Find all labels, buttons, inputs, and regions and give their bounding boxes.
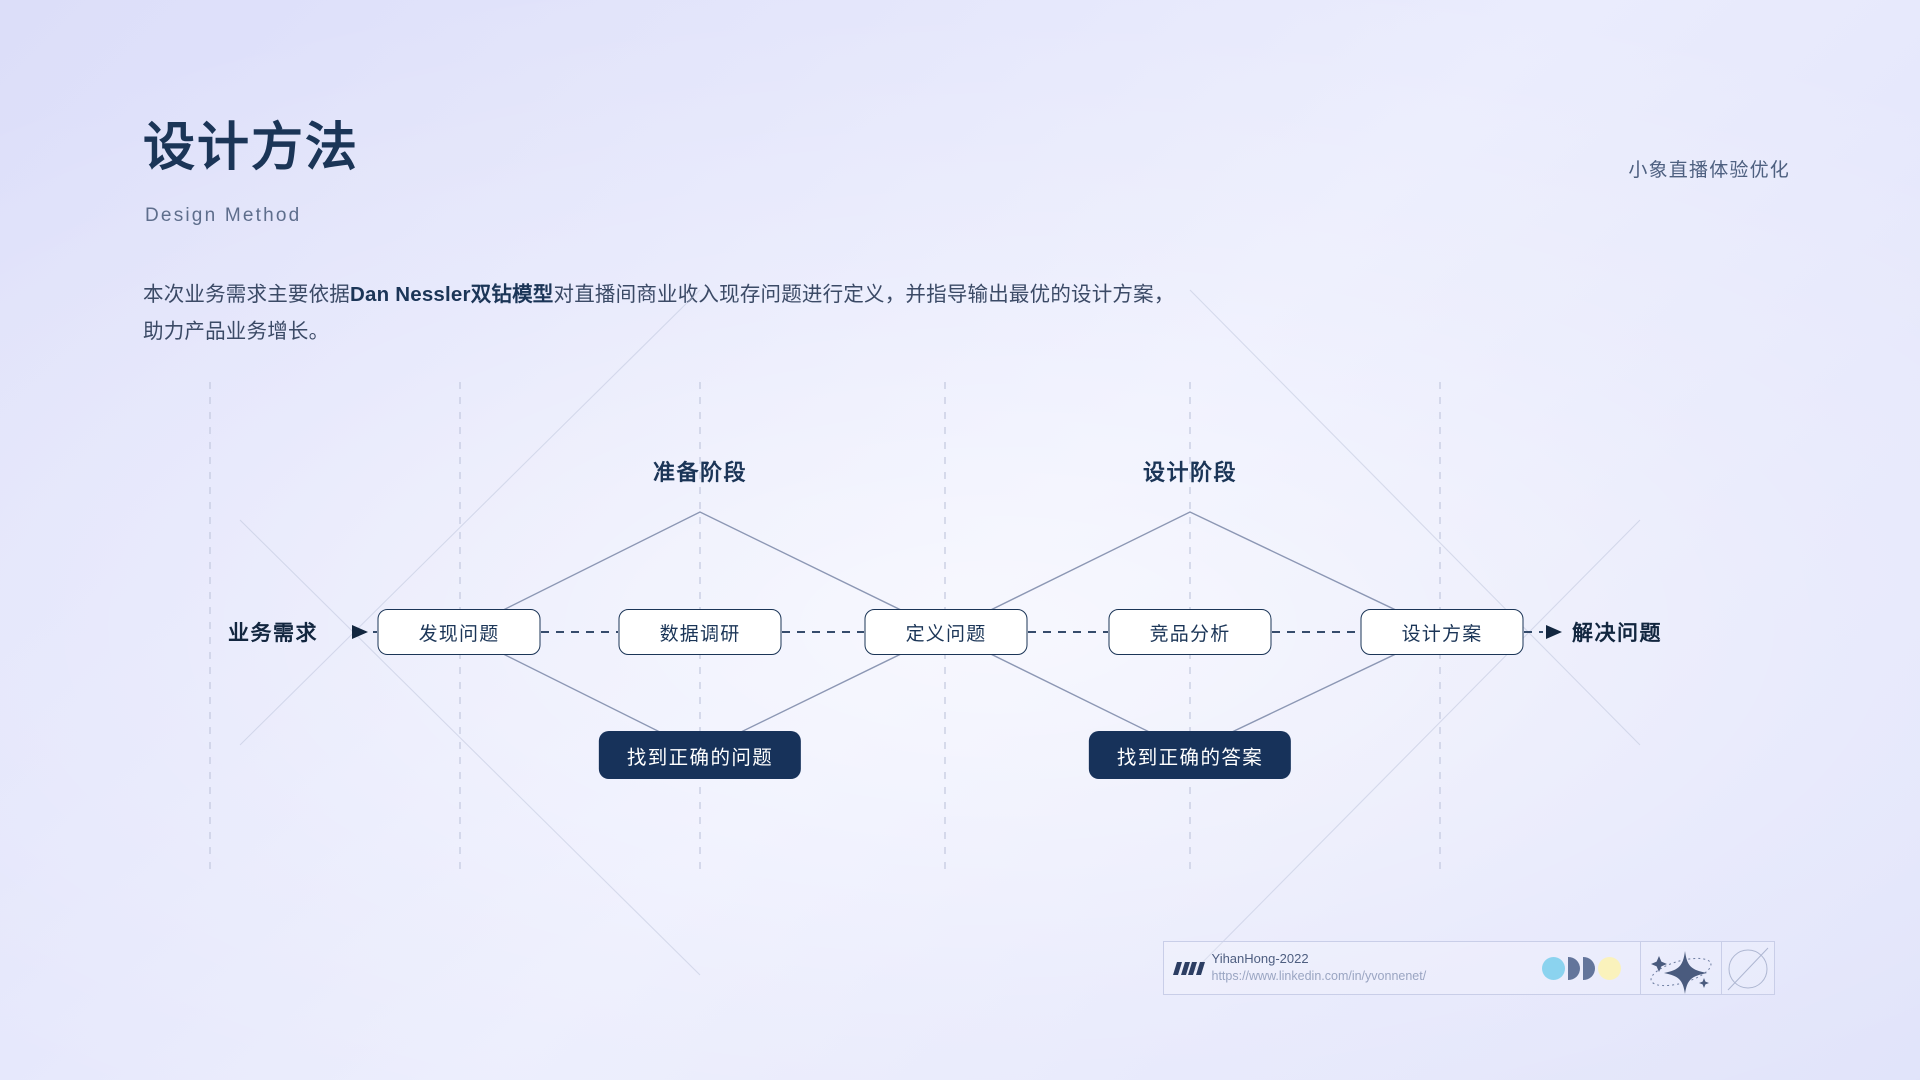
badge-text-cell: YihanHong-2022 https://www.linkedin.com/… (1164, 942, 1523, 994)
deck-label: 小象直播体验优化 (1628, 160, 1790, 181)
start-label-business-requirement: 业务需求 (228, 622, 318, 645)
end-arrow-icon (1546, 625, 1562, 639)
node-design-solution[interactable]: 设计方案 (1360, 609, 1524, 655)
intro-paragraph: 本次业务需求主要依据Dan Nessler双钻模型对直播间商业收入现存问题进行定… (143, 276, 1393, 350)
badge-color-swatches (1523, 942, 1641, 994)
badge-sparkle-cell (1641, 942, 1722, 994)
swatch-circle-yellow-icon (1598, 956, 1621, 980)
node-define-problem[interactable]: 定义问题 (864, 609, 1028, 655)
page-title: 设计方法 (143, 119, 360, 177)
node-data-research[interactable]: 数据调研 (618, 609, 782, 655)
page-subtitle: Design Method (145, 205, 302, 226)
swatch-half-circle-a-icon (1568, 956, 1580, 980)
stage-label-preparation: 准备阶段 (652, 460, 748, 485)
badge-author-name: YihanHong-2022 (1211, 951, 1309, 967)
badge-meta: YihanHong-2022 https://www.linkedin.com/… (1211, 951, 1427, 984)
circle-in-square-icon (1727, 947, 1769, 991)
sparkle-icon (1650, 951, 1712, 994)
intro-line-two: 助力产品业务增长。 (143, 320, 330, 343)
start-arrow-icon (352, 625, 368, 639)
swatch-half-circle-b-icon (1583, 956, 1595, 980)
outcome-pill-right-answer: 找到正确的答案 (1088, 731, 1292, 779)
node-competitor-analysis[interactable]: 竞品分析 (1108, 609, 1272, 655)
intro-text-after: 对直播间商业收入现存问题进行定义，并指导输出最优的设计方案， (553, 283, 1175, 306)
end-label-solve-problem: 解决问题 (1572, 622, 1662, 645)
badge-profile-url[interactable]: https://www.linkedin.com/in/yvonnenet/ (1211, 969, 1427, 984)
swatch-circle-blue-icon (1542, 956, 1565, 980)
intro-text-before: 本次业务需求主要依据 (143, 283, 350, 306)
badge-geometry-cell (1722, 942, 1774, 994)
slash-logo-icon (1173, 961, 1205, 975)
footer-watermark-badge: YihanHong-2022 https://www.linkedin.com/… (1163, 941, 1775, 995)
outcome-pill-right-problem: 找到正确的问题 (598, 731, 802, 779)
stage-label-design: 设计阶段 (1142, 460, 1238, 485)
node-discover-problem[interactable]: 发现问题 (377, 609, 541, 655)
intro-emphasis: Dan Nessler双钻模型 (350, 283, 554, 306)
